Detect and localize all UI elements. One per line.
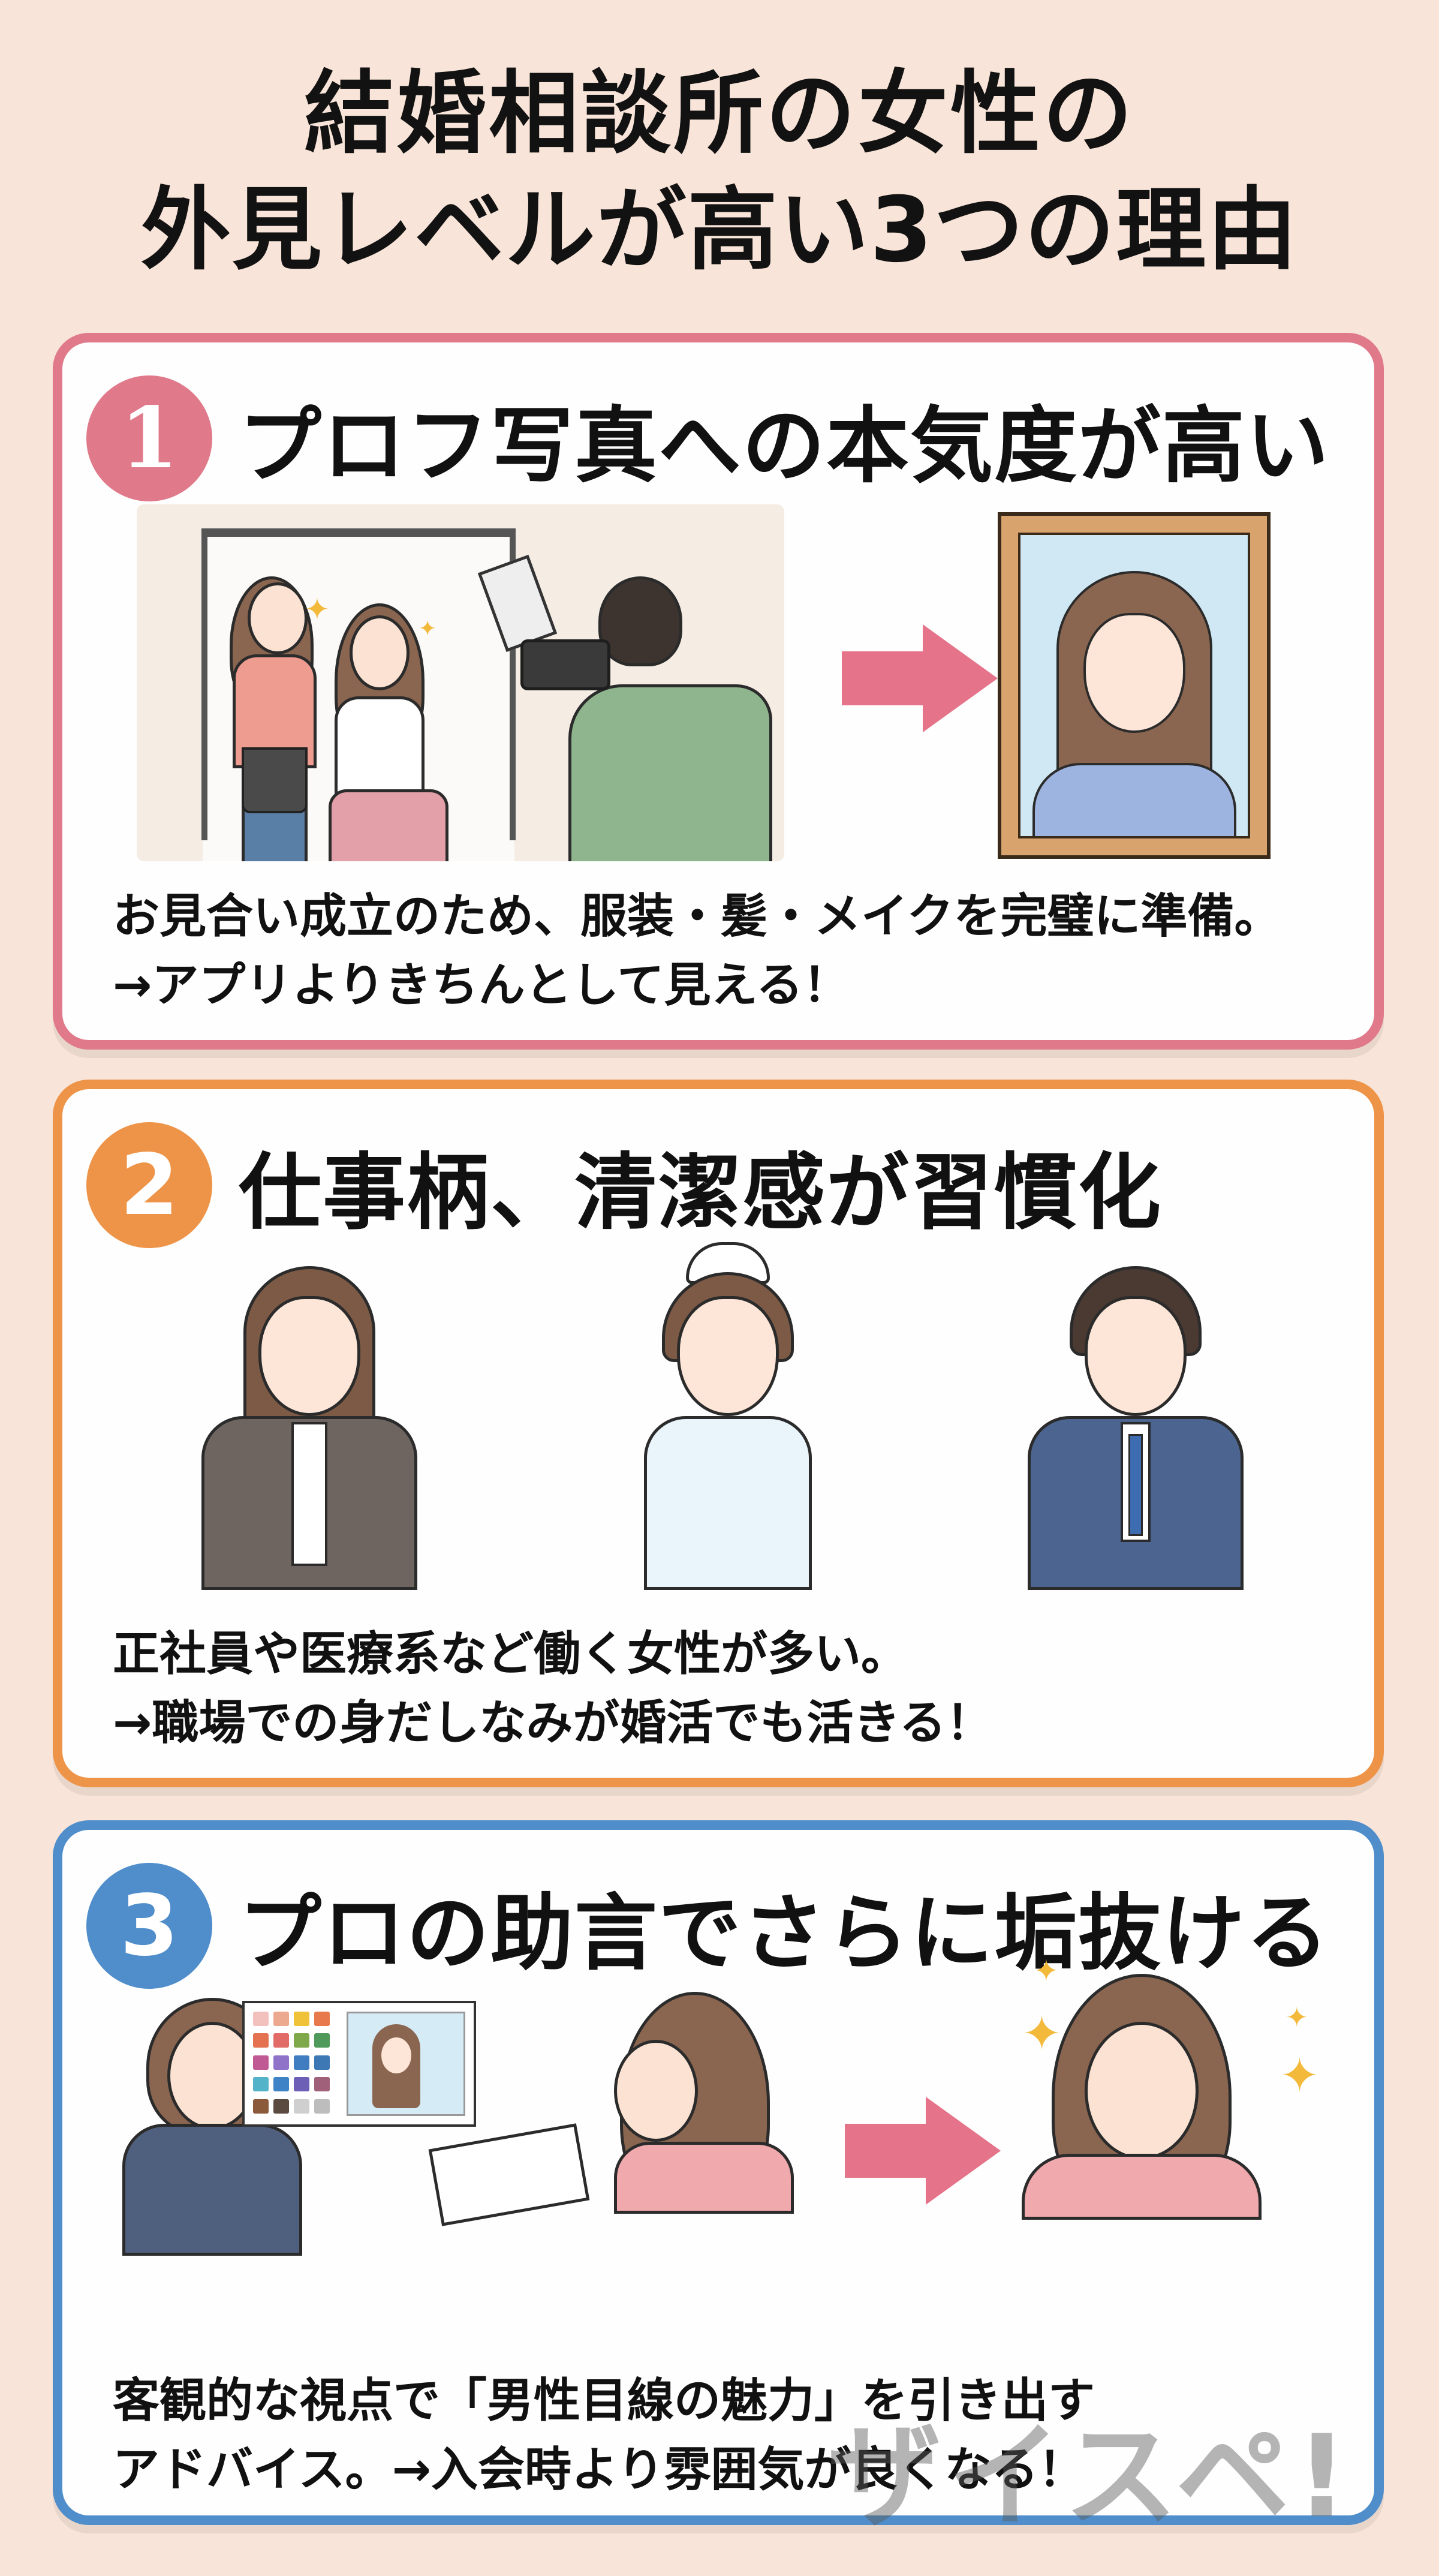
reason-card-2: 2 仕事柄、清潔感が習慣化 正社員や医療系など働く女性が多い。 →職場での身だし… [53, 1080, 1384, 1787]
reason-3-line-1: 客観的な視点で「男性目線の魅力」を引き出す [113, 2374, 1095, 2428]
reason-1-line-1: お見合い成立のため、服装・髪・メイクを完璧に準備。 [113, 889, 1281, 943]
color-swatch [273, 2055, 289, 2070]
office-worker-illustration [201, 1242, 417, 1590]
color-chart-board [242, 2001, 476, 2127]
photographer-sweater [568, 684, 772, 861]
sparkle-icon: ✦ [1286, 2001, 1308, 2033]
number-badge-2: 2 [86, 1122, 212, 1248]
color-swatch [253, 2012, 269, 2026]
number-badge-1: 1 [86, 375, 212, 501]
color-swatch [273, 2099, 289, 2114]
model-face [350, 615, 410, 690]
sparkle-icon: ✦ [1034, 1953, 1059, 1988]
client-illustration [578, 1992, 794, 2214]
stand-pole-icon [201, 528, 207, 840]
title-line-2: 外見レベルが高い3つの理由 [140, 178, 1299, 282]
color-swatch [253, 2077, 269, 2092]
title-line-1: 結婚相談所の女性の [303, 62, 1135, 166]
portrait-photo [1018, 533, 1250, 838]
color-swatch [314, 2012, 330, 2026]
reason-card-3: 3 プロの助言でさらに垢抜ける ✦ ✦ ✦ ✦ 客観的な視点で「男性目線の魅力」… [53, 1820, 1384, 2525]
color-swatch [273, 2077, 289, 2092]
reason-1-heading: プロフ写真への本気度が高い [239, 398, 1330, 494]
site-watermark: ザイスペ! [827, 2410, 1354, 2543]
reason-3-description: 客観的な視点で「男性目線の魅力」を引き出す アドバイス。→入会時より雰囲気が良く… [113, 2367, 1095, 2505]
color-swatch [294, 2055, 309, 2070]
photo-studio-illustration: ✦ ✦ [137, 504, 784, 861]
reason-2-header: 2 仕事柄、清潔感が習慣化 [86, 1119, 1162, 1251]
magazine-icon [428, 2123, 590, 2226]
right-arrow-icon [842, 624, 998, 732]
nurse-illustration [620, 1242, 836, 1590]
model-blouse [335, 696, 425, 798]
color-swatches [245, 2003, 338, 2124]
sparkle-icon: ✦ [1022, 2006, 1062, 2061]
color-swatch [314, 2055, 330, 2070]
reason-3-heading: プロの助言でさらに垢抜ける [239, 1885, 1330, 1982]
makeup-artist-face [248, 582, 308, 654]
color-swatch [314, 2033, 330, 2048]
reason-3-header: 3 プロの助言でさらに垢抜ける [86, 1860, 1330, 1992]
color-swatch [294, 2099, 309, 2114]
reason-1-header: 1 プロフ写真への本気度が高い [86, 372, 1330, 504]
reason-1-description: お見合い成立のため、服装・髪・メイクを完璧に準備。 →アプリよりきちんとして見え… [113, 882, 1281, 1020]
sparkle-icon: ✦ [419, 617, 437, 641]
reason-3-line-2: アドバイス。→入会時より雰囲気が良くなる！ [113, 2443, 1085, 2497]
sparkle-icon: ✦ [1280, 2048, 1320, 2103]
camera-icon [520, 639, 610, 690]
right-arrow-icon [845, 2097, 1001, 2205]
tool-apron-icon [242, 747, 308, 813]
color-swatch [253, 2055, 269, 2070]
color-swatch [273, 2012, 289, 2026]
color-swatch [294, 2012, 309, 2026]
sparkle-icon: ✦ [305, 592, 330, 627]
suited-professional-illustration [1028, 1242, 1244, 1590]
color-swatch [314, 2077, 330, 2092]
photographer-hair [598, 576, 682, 666]
reason-card-1: 1 プロフ写真への本気度が高い ✦ ✦ お見合い成 [53, 333, 1384, 1050]
stand-pole-icon [510, 528, 516, 840]
necktie-icon [1128, 1434, 1143, 1536]
polished-woman-illustration [1016, 1974, 1268, 2220]
framed-portrait [998, 512, 1271, 859]
color-swatch [314, 2099, 330, 2114]
color-swatch [294, 2077, 309, 2092]
reason-2-description: 正社員や医療系など働く女性が多い。 →職場での身だしなみが婚活でも活きる！ [113, 1620, 993, 1758]
reason-1-line-2: →アプリよりきちんとして見える！ [113, 958, 850, 1012]
model-skirt [329, 789, 448, 861]
color-swatch [253, 2033, 269, 2048]
sample-portrait-icon [347, 2012, 465, 2116]
color-swatch [253, 2099, 269, 2114]
color-swatch [273, 2033, 289, 2048]
number-badge-3: 3 [86, 1863, 212, 1989]
reason-2-line-2: →職場での身だしなみが婚活でも活きる！ [113, 1696, 993, 1750]
reason-2-heading: 仕事柄、清潔感が習慣化 [239, 1144, 1163, 1241]
page-title: 結婚相談所の女性の 外見レベルが高い3つの理由 [0, 60, 1439, 284]
color-swatch [294, 2033, 309, 2048]
reason-2-line-1: 正社員や医療系など働く女性が多い。 [113, 1627, 908, 1681]
